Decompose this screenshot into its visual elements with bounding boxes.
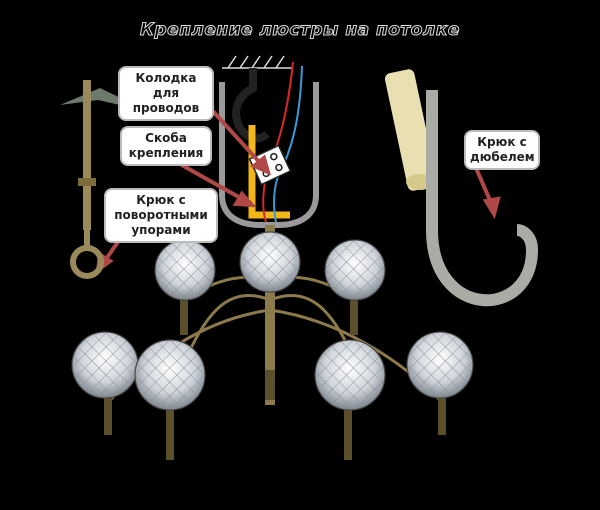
label-mounting-bracket: Скоба крепления (120, 126, 212, 166)
label-dowel-hook: Крюк с дюбелем (464, 130, 540, 170)
red-wire (262, 61, 294, 223)
terminal-block (248, 144, 292, 186)
chandelier (71, 225, 474, 460)
dowel-hook (384, 69, 539, 307)
ceiling-symbol (222, 55, 292, 143)
diagram-title: Крепление люстры на потолке (140, 20, 460, 41)
label-wire-block: Колодка для проводов (118, 66, 214, 121)
label-toggle-hook: Крюк с поворотными упорами (104, 188, 218, 243)
